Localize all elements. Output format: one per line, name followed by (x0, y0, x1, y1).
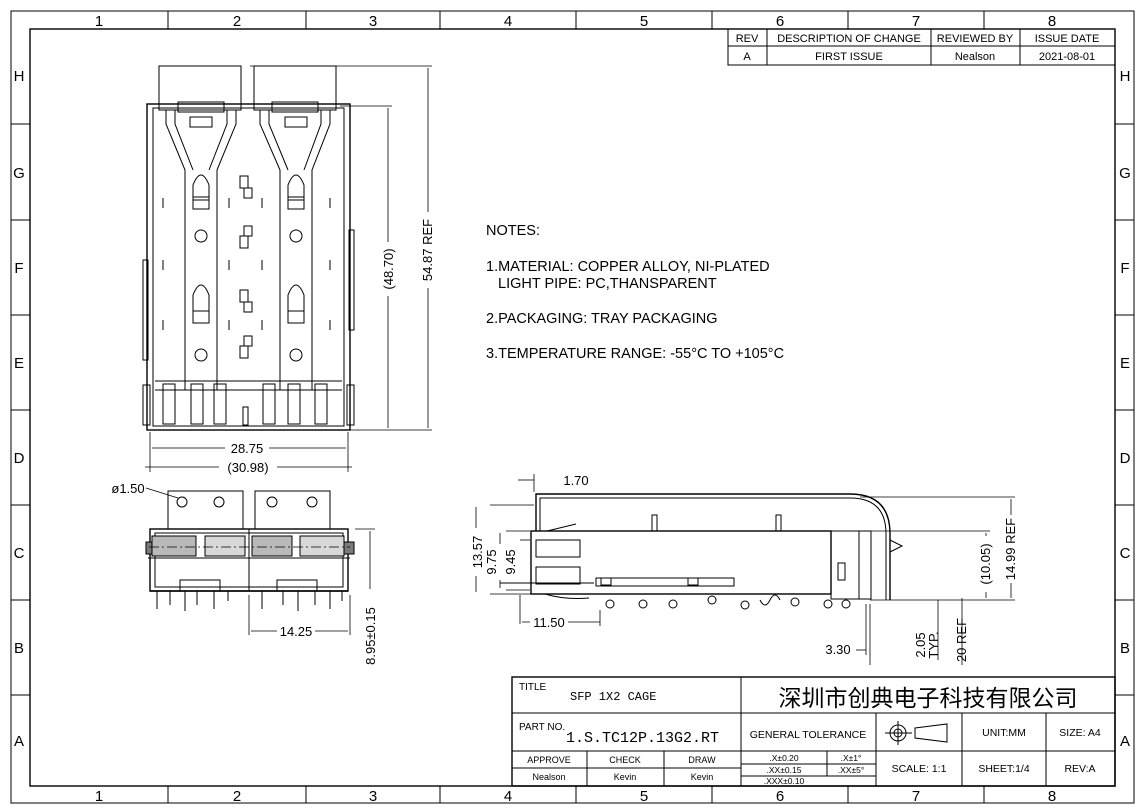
row-label-right-D: D (1120, 450, 1131, 467)
rev-header-description: DESCRIPTION OF CHANGE (777, 33, 921, 45)
note-temperature: 3.TEMPERATURE RANGE: -55°C TO +105°C (486, 346, 784, 362)
approve-name: Nealson (532, 772, 565, 782)
company-name: 深圳市创典电子科技有限公司 (779, 685, 1078, 711)
note-material: 1.MATERIAL: COPPER ALLOY, NI-PLATED (486, 259, 770, 275)
rev-cell-rev: A (743, 51, 751, 63)
dim-side-h1: 13.57 (470, 536, 485, 569)
tolerance-xx: .XX±0.15 (767, 765, 802, 775)
draw-name: Kevin (691, 772, 714, 782)
row-label-left-F: F (14, 260, 23, 277)
side-view: 1.70 11.50 3.30 13.57 9.75 9.45 (10.05) … (468, 473, 1019, 665)
row-label-left-C: C (14, 545, 25, 562)
col-label-top-2: 2 (233, 13, 241, 30)
note-light-pipe: LIGHT PIPE: PC,THANSPARENT (498, 276, 717, 292)
approve-label: APPROVE (527, 755, 571, 765)
col-label-top-8: 8 (1048, 13, 1056, 30)
col-label-top-7: 7 (912, 13, 920, 30)
dim-height: 8.95±0.15 (363, 607, 378, 665)
tolerance-angle-1: .X±1° (841, 753, 862, 763)
col-label-bottom-7: 7 (912, 788, 920, 805)
rev-cell-date: 2021-08-01 (1039, 51, 1095, 63)
projection-symbol-icon (885, 721, 948, 745)
tolerance-x: .X±0.20 (769, 753, 799, 763)
col-label-top-1: 1 (95, 13, 103, 30)
dim-width-outer: (30.98) (227, 460, 268, 475)
unit: UNIT:MM (982, 727, 1026, 739)
dim-side-left: 11.50 (533, 615, 565, 630)
dim-side-inner-h: (10.05) (978, 543, 993, 584)
top-view: 28.75 (30.98) (48.70) 54.87 REF (142, 65, 436, 475)
row-label-right-F: F (1120, 260, 1129, 277)
dim-side-h3: 9.45 (503, 549, 518, 574)
row-label-left-G: G (13, 165, 25, 182)
dim-side-typ-val: 2.05 (913, 632, 928, 657)
tolerance-angle-2: .XX±5° (838, 765, 865, 775)
title-label: TITLE (519, 682, 547, 693)
scale: SCALE: 1:1 (892, 763, 947, 775)
col-label-bottom-4: 4 (504, 788, 512, 805)
row-label-right-C: C (1120, 545, 1131, 562)
dim-side-ref-h: 14.99 REF (1003, 518, 1018, 580)
col-label-bottom-8: 8 (1048, 788, 1056, 805)
col-label-bottom-1: 1 (95, 788, 103, 805)
note-packaging: 2.PACKAGING: TRAY PACKAGING (486, 311, 718, 327)
row-label-right-E: E (1120, 355, 1130, 372)
rev-header-date: ISSUE DATE (1035, 33, 1100, 45)
col-label-top-3: 3 (369, 13, 377, 30)
col-label-top-4: 4 (504, 13, 512, 30)
col-label-bottom-3: 3 (369, 788, 377, 805)
sheet-size: SIZE: A4 (1059, 727, 1101, 739)
sheet-number: SHEET:1/4 (978, 763, 1030, 775)
row-label-right-B: B (1120, 640, 1130, 657)
dim-length-ref: 54.87 REF (420, 219, 435, 281)
notes-heading: NOTES: (486, 223, 540, 239)
general-tolerance: GENERAL TOLERANCE (750, 729, 867, 741)
check-label: CHECK (609, 755, 641, 765)
part-no-label: PART NO. (519, 722, 565, 733)
row-label-right-G: G (1119, 165, 1131, 182)
draw-label: DRAW (688, 755, 716, 765)
tolerance-xxx: .XXX±0.10 (764, 776, 805, 786)
row-label-left-A: A (14, 733, 24, 750)
dim-side-bottom: 3.30 (825, 642, 850, 657)
dim-side-h2: 9.75 (484, 549, 499, 574)
revision-table: REV DESCRIPTION OF CHANGE REVIEWED BY IS… (727, 28, 1116, 66)
rev-cell-reviewed: Nealson (955, 51, 995, 63)
drawing-title: SFP 1X2 CAGE (570, 690, 656, 704)
row-label-left-D: D (14, 450, 25, 467)
dim-side-typ-label: TYP. (926, 631, 941, 658)
light-pipe-right (253, 65, 337, 390)
revision: REV:A (1064, 763, 1095, 775)
row-label-right-H: H (1120, 68, 1131, 85)
rev-header-rev: REV (736, 33, 759, 45)
dim-hole: ø1.50 (111, 481, 144, 496)
row-label-left-H: H (14, 68, 25, 85)
dim-side-ref-w: 20 REF (954, 618, 969, 662)
row-label-left-E: E (14, 355, 24, 372)
front-view: 14.25 ø1.50 8.95±0.15 (111, 481, 378, 665)
row-label-left-B: B (14, 640, 24, 657)
row-label-right-A: A (1120, 733, 1130, 750)
dim-width-inner: 28.75 (231, 441, 264, 456)
col-label-top-5: 5 (640, 13, 648, 30)
title-block: TITLE SFP 1X2 CAGE 深圳市创典电子科技有限公司 PART NO… (511, 676, 1116, 787)
check-name: Kevin (614, 772, 637, 782)
rev-cell-description: FIRST ISSUE (815, 51, 883, 63)
light-pipe-left (158, 65, 242, 390)
col-label-bottom-5: 5 (640, 788, 648, 805)
dim-pitch: 14.25 (280, 624, 313, 639)
notes-block: NOTES: 1.MATERIAL: COPPER ALLOY, NI-PLAT… (486, 223, 784, 362)
part-number: 1.S.TC12P.13G2.RT (566, 730, 719, 747)
col-label-bottom-2: 2 (233, 788, 241, 805)
dim-side-top: 1.70 (563, 473, 588, 488)
rev-header-reviewed: REVIEWED BY (937, 33, 1014, 45)
col-label-bottom-6: 6 (776, 788, 784, 805)
col-label-top-6: 6 (776, 13, 784, 30)
dim-length: (48.70) (381, 248, 396, 289)
